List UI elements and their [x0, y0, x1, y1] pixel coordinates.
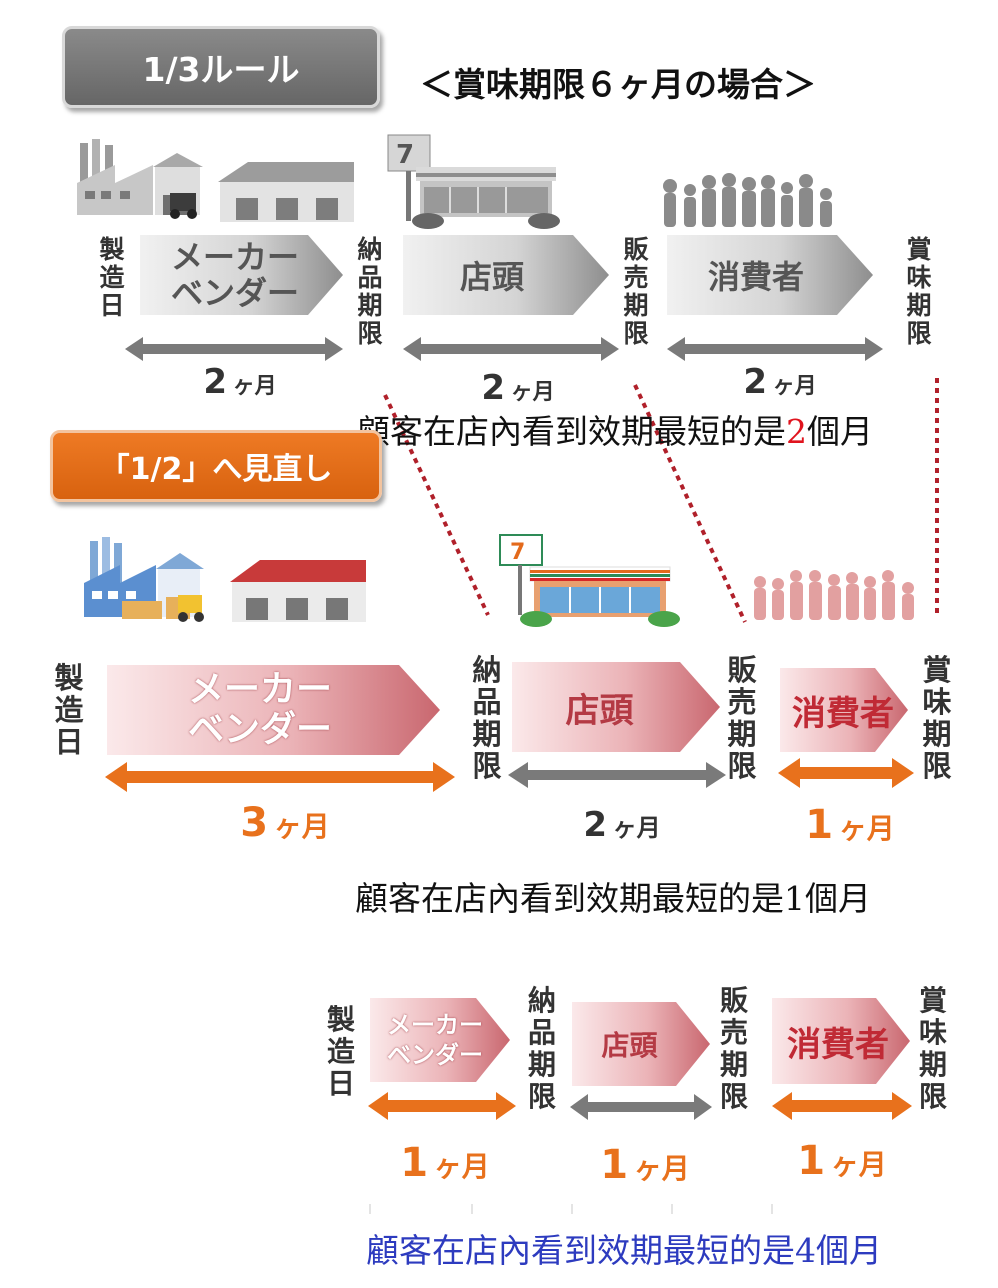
period-arrow-3	[772, 1092, 912, 1120]
store-stage-arrow	[403, 235, 609, 315]
period-unit: ヶ月	[633, 1152, 690, 1185]
delivery-deadline-label: 納品期限	[472, 653, 502, 783]
period-unit: ヶ月	[510, 380, 555, 405]
period-unit: ヶ月	[433, 1150, 490, 1183]
maker-stage-arrow	[107, 665, 440, 755]
period-num: 3	[240, 800, 269, 846]
period-num: 1	[600, 1142, 629, 1188]
consumer-stage-arrow	[772, 998, 910, 1084]
warehouse-icon	[230, 560, 366, 622]
case-title: ＜賞味期限６ヶ月の場合＞	[420, 65, 816, 104]
period-label-3: 1 ヶ月	[782, 1138, 902, 1184]
factory-icon	[84, 537, 204, 622]
maker-stage-arrow	[140, 235, 343, 315]
period-num: 2	[583, 805, 608, 845]
period-unit: ヶ月	[273, 810, 330, 843]
sales-deadline-label: 販売期限	[623, 235, 649, 348]
period-arrow-2	[570, 1094, 712, 1120]
convenience-store-icon: 7	[499, 534, 680, 627]
revise-label: 「1/2」へ見直し	[50, 430, 382, 502]
note-text: 個月	[807, 412, 873, 451]
note-text: 顧客在店內看到效期最短的是	[357, 412, 786, 451]
note-section3: 顧客在店內看到效期最短的是4個月	[366, 1231, 882, 1270]
period-num: 2	[481, 368, 506, 408]
period-arrow-3	[667, 337, 883, 361]
store-stage-arrow	[512, 662, 720, 752]
manufacture-date-label: 製造日	[99, 235, 125, 320]
consumer-stage-arrow	[780, 668, 908, 752]
period-unit: ヶ月	[838, 812, 895, 845]
sales-deadline-label: 販売期限	[727, 653, 757, 783]
factory-icon	[77, 139, 203, 219]
maker-stage-label: メーカーベンダー	[187, 669, 332, 750]
dotted-guide-lines	[383, 378, 939, 623]
period-label-1: 1 ヶ月	[385, 1140, 505, 1186]
period-arrow-3	[778, 758, 914, 788]
consumer-stage-label: 消費者	[787, 1024, 889, 1065]
period-unit: ヶ月	[830, 1148, 887, 1181]
note-section1: 顧客在店內看到效期最短的是2個月	[357, 405, 873, 453]
best-before-label: 賞味期限	[906, 235, 932, 348]
period-arrow-1	[105, 762, 455, 792]
maker-stage-label: メーカーベンダー	[170, 238, 299, 312]
period-label-1: 3 ヶ月	[225, 800, 345, 846]
rule-label-text: 1/3ルール	[142, 50, 300, 89]
note-number: 2	[786, 412, 807, 451]
maker-stage-arrow	[370, 998, 510, 1082]
crowd-icon	[663, 173, 832, 227]
manufacture-date-label: 製造日	[54, 661, 84, 759]
best-before-label: 賞味期限	[918, 984, 947, 1113]
period-unit: ヶ月	[232, 374, 277, 399]
rule-label: 1/3ルール	[62, 26, 380, 108]
maker-stage-label: メーカーベンダー	[387, 1011, 483, 1069]
period-arrow-1	[125, 337, 343, 361]
consumer-stage-arrow	[667, 235, 873, 315]
best-before-label: 賞味期限	[922, 653, 952, 783]
period-label-3: 2 ヶ月	[730, 362, 830, 402]
period-label-2: 2 ヶ月	[562, 805, 682, 845]
svg-text:7: 7	[396, 140, 414, 170]
manufacture-date-label: 製造日	[326, 1003, 355, 1100]
svg-text:7: 7	[510, 540, 525, 565]
store-stage-label: 店頭	[459, 258, 524, 296]
store-stage-label: 店頭	[601, 1029, 658, 1062]
revise-label-text: 「1/2」へ見直し	[99, 452, 333, 487]
period-unit: ヶ月	[772, 374, 817, 399]
period-unit: ヶ月	[612, 814, 661, 842]
period-num: 2	[203, 362, 228, 402]
consumer-stage-label: 消費者	[707, 258, 804, 296]
warehouse-icon	[218, 162, 354, 222]
store-stage-arrow	[572, 1002, 710, 1086]
store-stage-label: 店頭	[565, 690, 634, 731]
consumer-stage-label: 消費者	[792, 693, 894, 734]
period-label-1: 2 ヶ月	[190, 362, 290, 402]
crowd-icon	[754, 570, 914, 620]
delivery-deadline-label: 納品期限	[527, 984, 556, 1113]
period-num: 1	[805, 802, 834, 848]
period-label-2: 2 ヶ月	[468, 368, 568, 408]
sales-deadline-label: 販売期限	[719, 984, 748, 1113]
note-section2: 顧客在店內看到效期最短的是1個月	[355, 879, 871, 918]
period-arrow-2	[403, 337, 619, 361]
period-num: 1	[797, 1138, 826, 1184]
delivery-deadline-label: 納品期限	[357, 235, 383, 348]
period-label-3: 1 ヶ月	[790, 802, 910, 848]
period-num: 1	[400, 1140, 429, 1186]
period-label-2: 1 ヶ月	[585, 1142, 705, 1188]
convenience-store-icon: 7	[387, 134, 560, 229]
period-num: 2	[743, 362, 768, 402]
period-arrow-2	[508, 762, 726, 788]
period-arrow-1	[368, 1092, 516, 1120]
